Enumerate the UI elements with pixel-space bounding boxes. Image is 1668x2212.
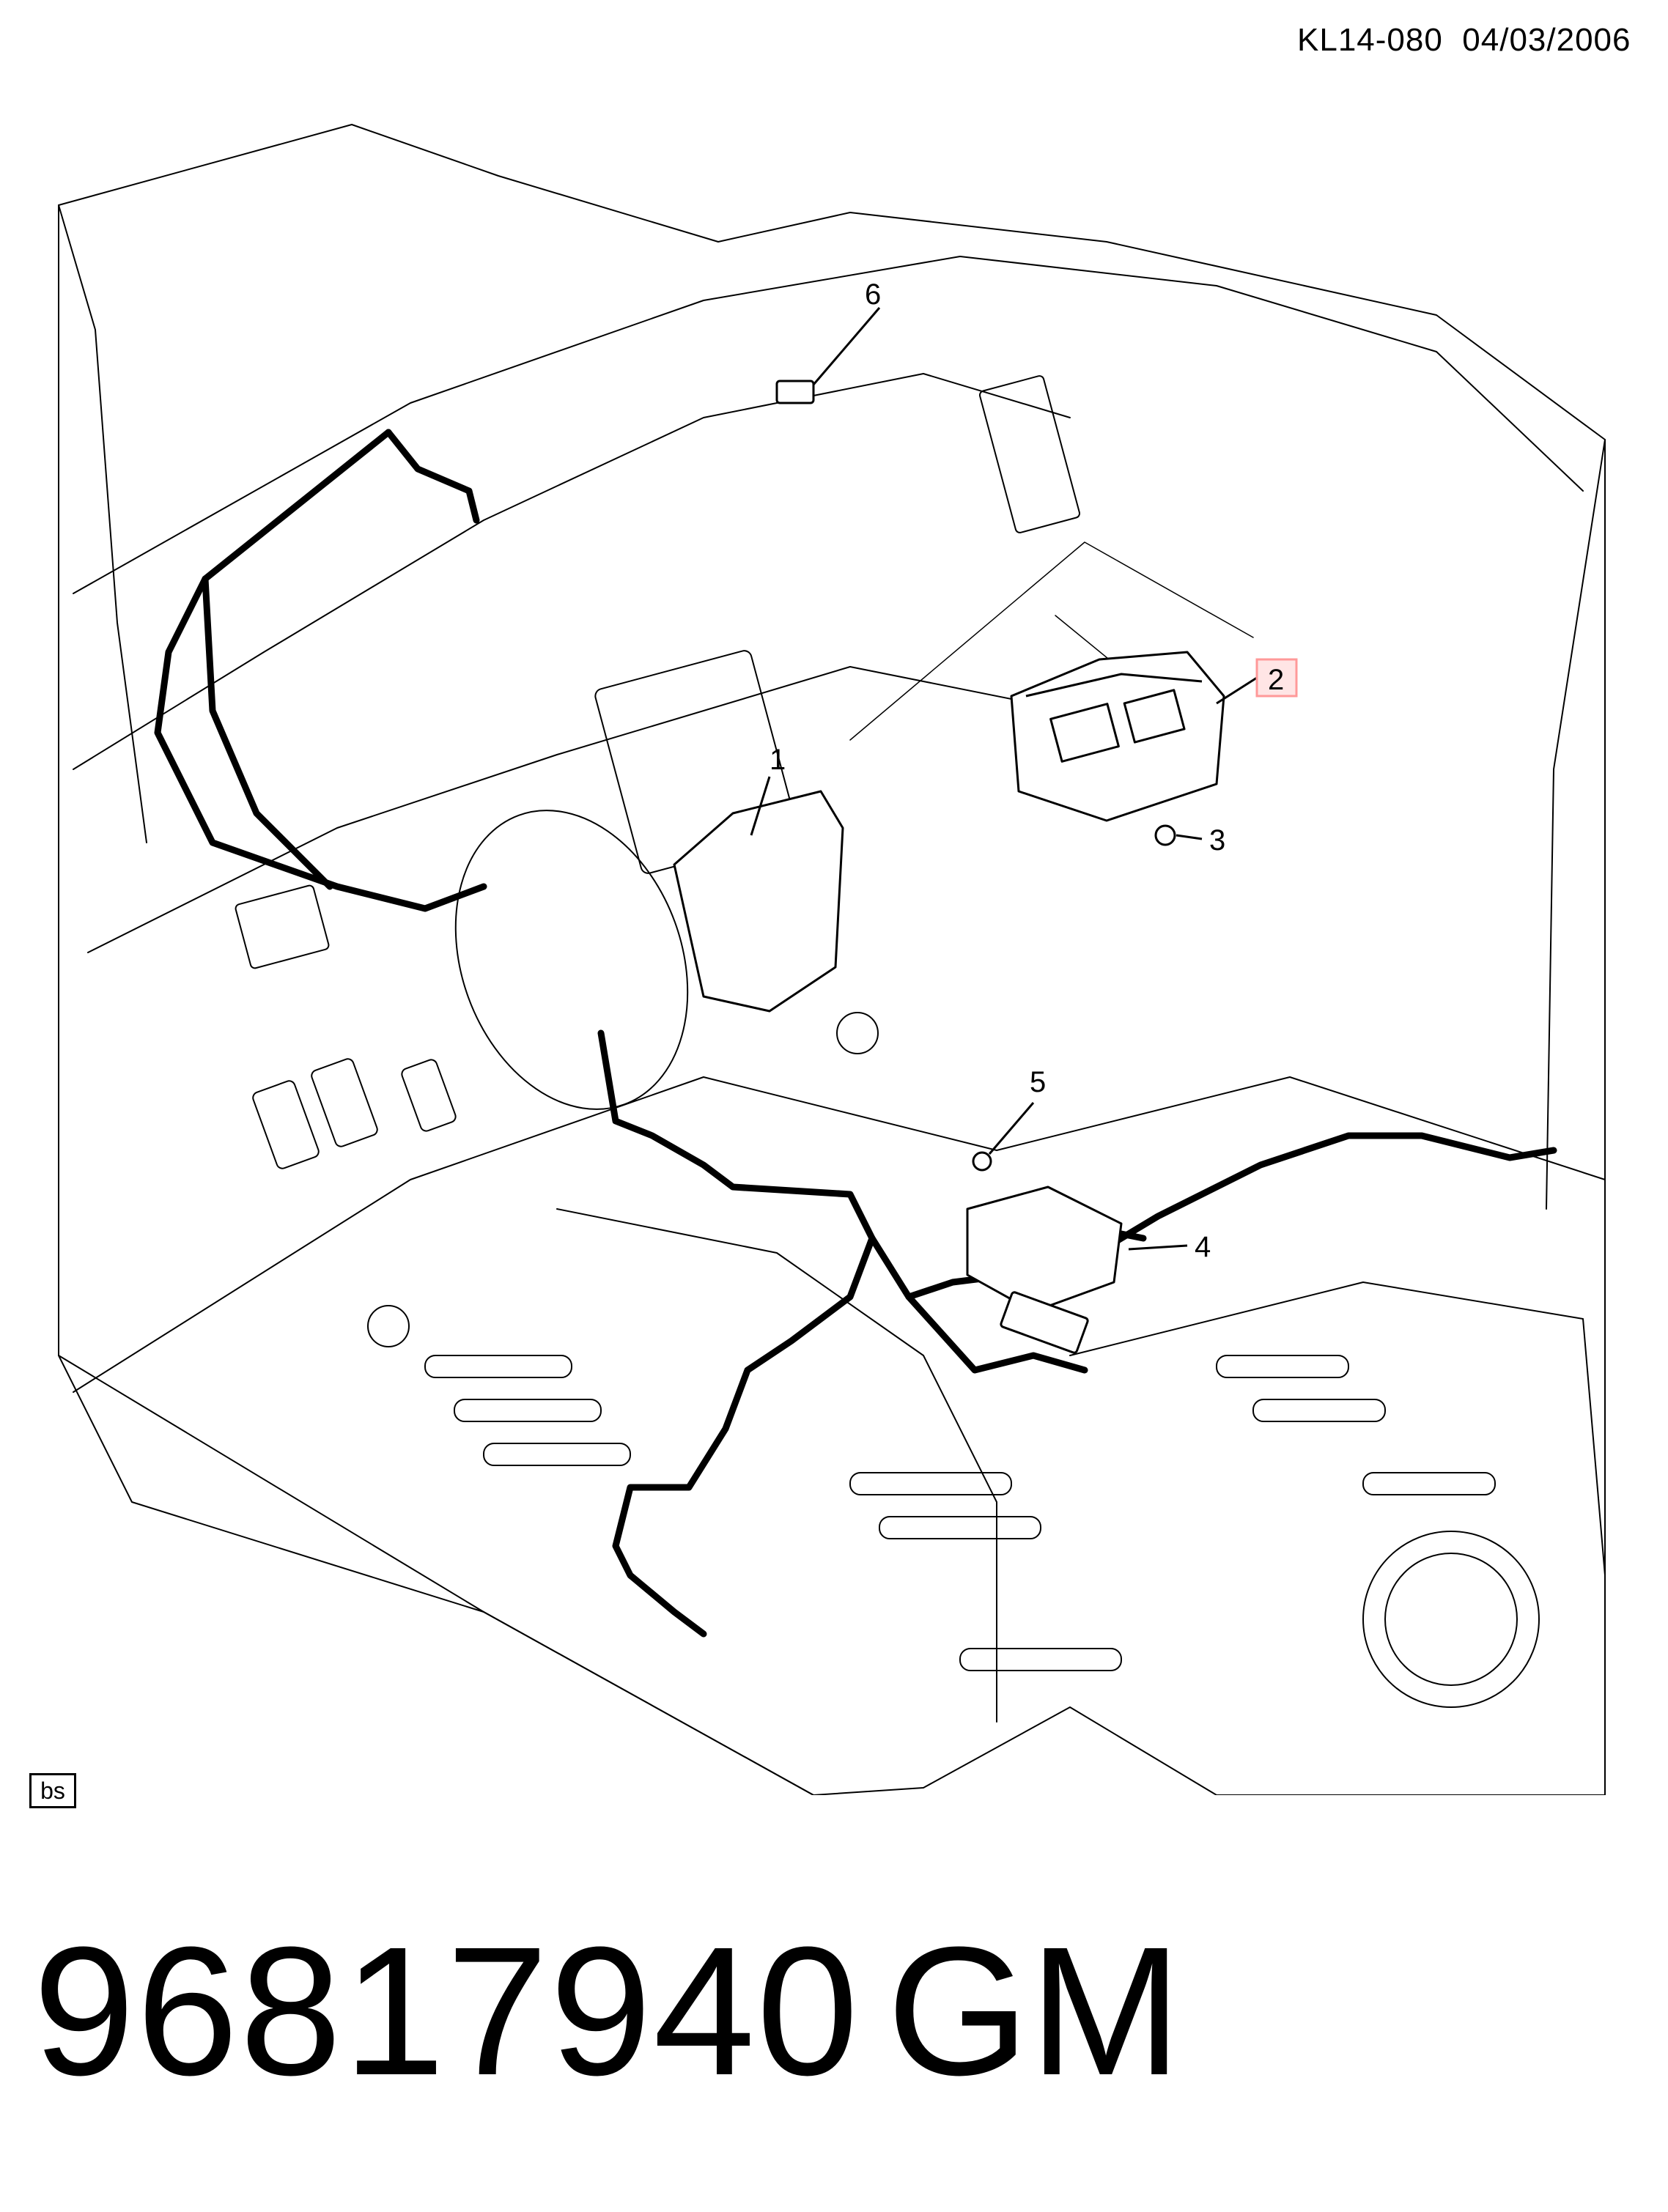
part-2-module	[1010, 651, 1225, 822]
pedals	[252, 1058, 457, 1169]
leader-5	[988, 1102, 1035, 1155]
dashboard-upper	[73, 373, 1071, 770]
leader-1	[750, 776, 771, 836]
air-vent-left	[235, 884, 330, 969]
bs-label: bs	[40, 1777, 65, 1804]
steering-wheel	[454, 810, 689, 1110]
part-4-sensor	[966, 1185, 1123, 1313]
leader-3	[1176, 834, 1203, 840]
part-6-connector	[775, 380, 815, 404]
callout-2: 2	[1268, 664, 1284, 696]
harness-lower	[597, 1029, 1088, 1374]
harness-right	[1081, 1132, 1557, 1264]
harness-upper	[154, 429, 487, 912]
part-3-nut	[1154, 824, 1176, 846]
manufacturer-name: GM	[887, 1909, 1182, 2113]
floor-rocker-left	[58, 1355, 814, 1795]
callout-6: 6	[865, 278, 881, 311]
callout-2-highlight	[1255, 658, 1298, 698]
windshield-frame	[73, 256, 1584, 594]
drawing-reference-code: KL14-080 04/03/2006	[1297, 22, 1631, 58]
leader-2	[1216, 676, 1258, 705]
callout-5: 5	[1030, 1066, 1046, 1098]
callout-4: 4	[1195, 1231, 1211, 1263]
floor-left	[73, 1076, 1606, 1393]
dashboard-lower	[87, 666, 1071, 953]
leader-6	[812, 307, 881, 385]
a-pillar-left	[58, 204, 147, 843]
floor-center-tunnel	[556, 1208, 997, 1723]
air-vent-right	[978, 375, 1081, 533]
part-number: 96817940	[33, 1909, 860, 2113]
vehicle-body-outline	[58, 124, 1606, 1795]
floor-slots	[424, 1355, 1496, 1671]
exploded-view-drawing: 1 2 3 4 5 6	[58, 124, 1606, 1795]
part-1-airbag-module	[673, 790, 844, 1013]
part-5-bolt	[972, 1151, 992, 1172]
callout-1: 1	[770, 744, 786, 776]
bs-label-box: bs	[29, 1773, 76, 1808]
floor-rear-pan	[1069, 1281, 1606, 1576]
leader-4	[1128, 1244, 1188, 1251]
callout-3: 3	[1209, 824, 1225, 857]
a-pillar-right	[1546, 439, 1606, 1210]
